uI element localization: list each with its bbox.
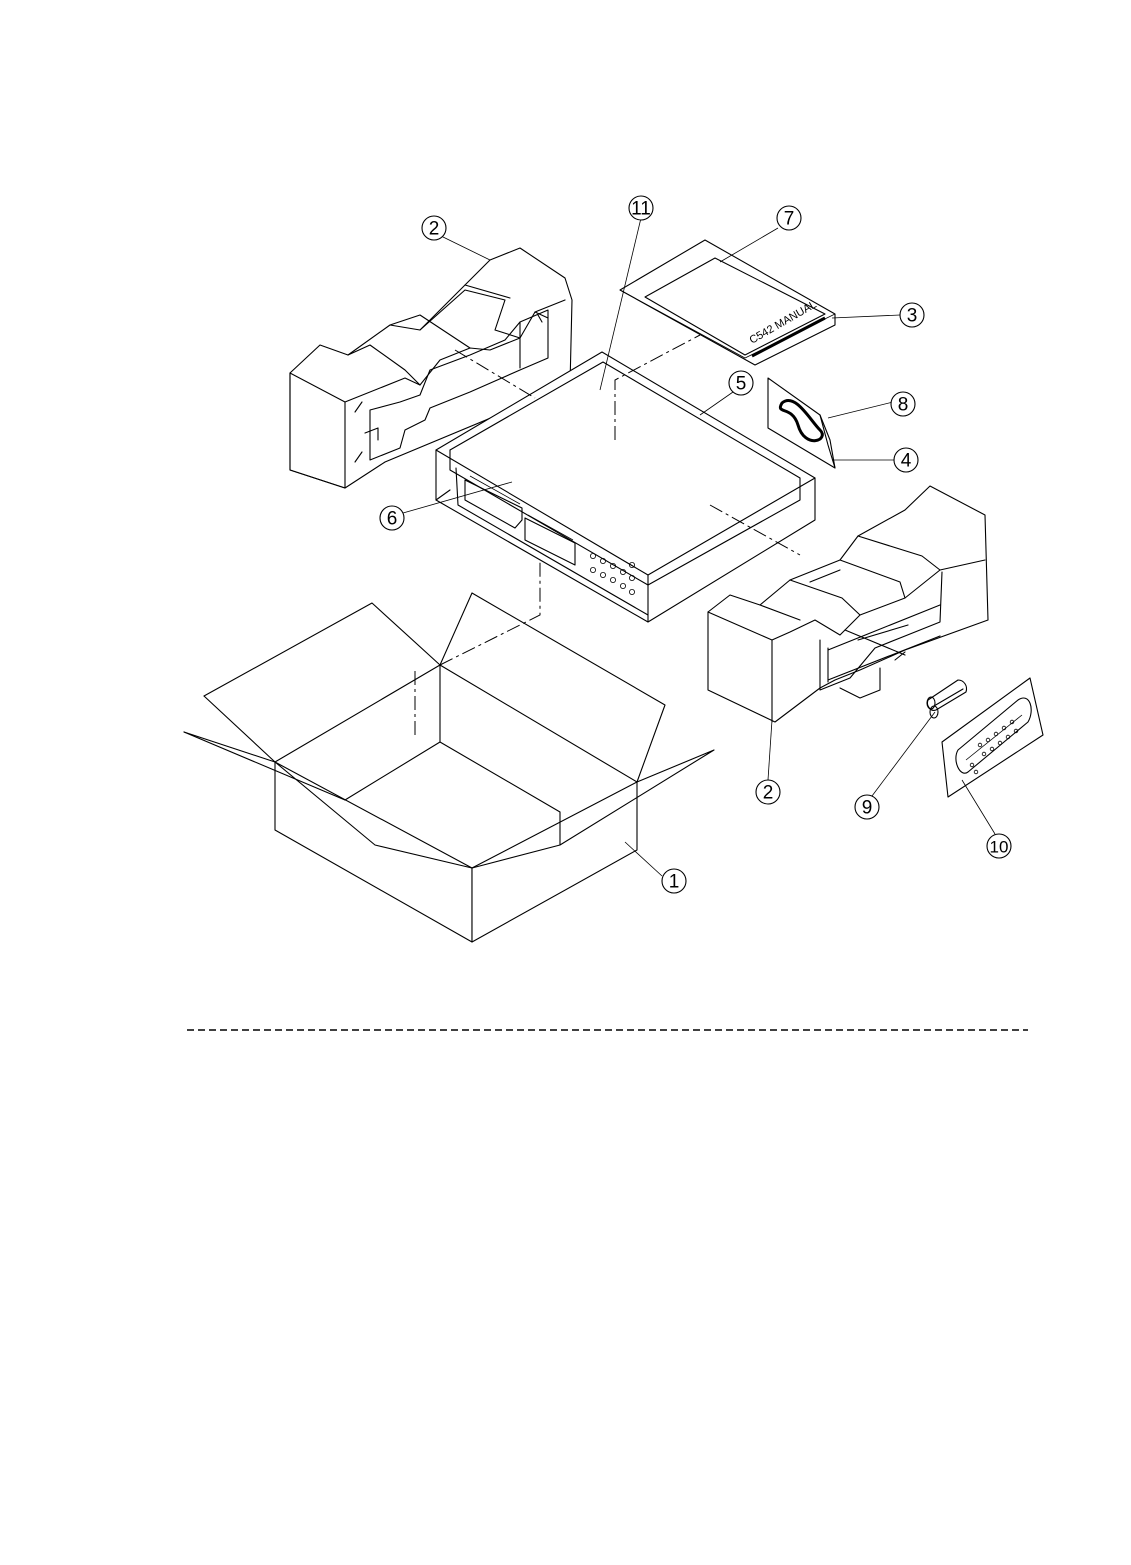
svg-text:2: 2: [763, 783, 774, 804]
svg-text:5: 5: [736, 374, 747, 395]
callout-3: 3: [900, 303, 924, 327]
svg-text:10: 10: [990, 838, 1009, 857]
power-cord-bag: [768, 378, 835, 468]
callout-2-right: 2: [756, 780, 780, 804]
callout-1: 1: [662, 869, 686, 893]
svg-text:11: 11: [631, 199, 651, 220]
callout-8: 8: [891, 392, 915, 416]
instruction-manual: C542 MANUAL: [620, 240, 835, 365]
callout-2-left: 2: [422, 216, 446, 240]
svg-text:2: 2: [429, 219, 440, 240]
callout-10: 10: [987, 834, 1011, 858]
svg-text:8: 8: [898, 395, 909, 416]
batteries: [927, 680, 967, 718]
callout-6: 6: [380, 506, 404, 530]
svg-text:1: 1: [669, 872, 680, 893]
callout-4: 4: [894, 448, 918, 472]
shipping-carton: [184, 593, 714, 942]
callout-11: 11: [629, 196, 653, 220]
svg-text:7: 7: [784, 209, 795, 230]
svg-text:3: 3: [907, 306, 918, 327]
svg-text:9: 9: [862, 798, 873, 819]
callout-7: 7: [777, 206, 801, 230]
svg-text:6: 6: [387, 509, 398, 530]
svg-text:4: 4: [901, 451, 912, 472]
callout-9: 9: [855, 795, 879, 819]
callout-5: 5: [729, 371, 753, 395]
